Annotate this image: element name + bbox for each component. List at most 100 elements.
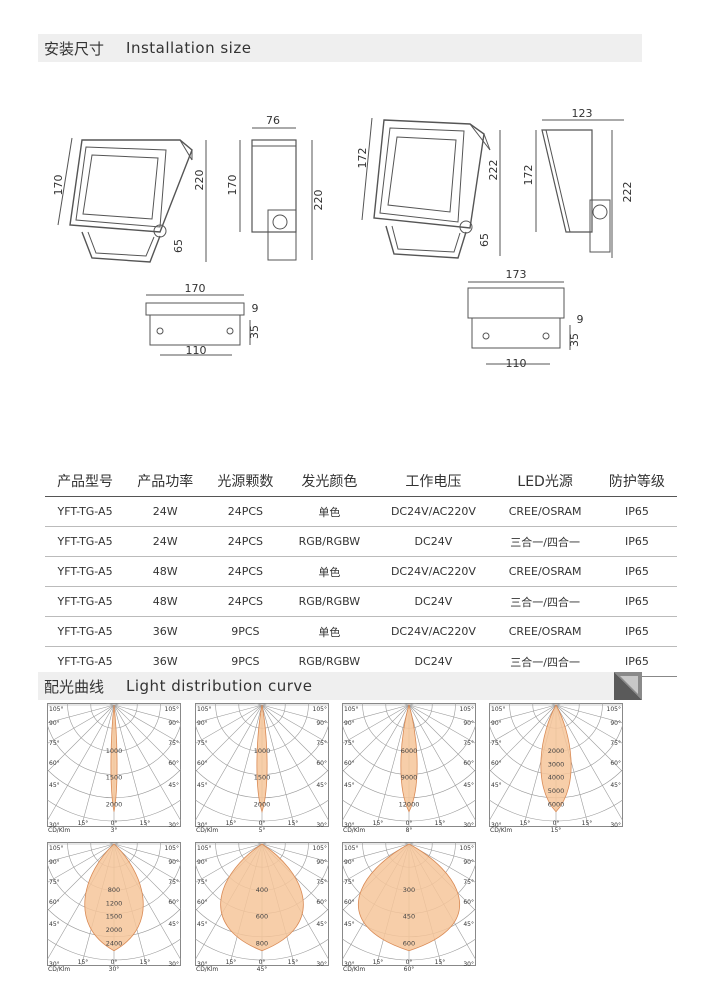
angle-label-bottom: 15° [288, 820, 299, 827]
cell-color: RGB/RGBW [285, 646, 374, 677]
dim-a-body-height: 220 [193, 170, 206, 191]
cell-color: RGB/RGBW [285, 526, 374, 557]
drawing-a-base [145, 294, 251, 356]
angle-label-left: 105° [491, 706, 505, 713]
polar-unit-label: CD/Klm [196, 827, 219, 834]
dim-a-front-height: 170 [52, 175, 65, 196]
angle-label-bottom: 0° [259, 959, 266, 966]
dim-b-base-height: 35 [568, 333, 581, 347]
polar-spoke [113, 843, 181, 912]
polar-spoke [555, 704, 623, 745]
angle-label-left: 60° [344, 899, 355, 906]
ring-value-label: 800 [256, 939, 268, 947]
col-header-ip-rating: 防护等级 [596, 466, 677, 497]
angle-label-right: 60° [610, 760, 621, 767]
angle-label-right: 90° [316, 859, 327, 866]
cell-ip-rating: IP65 [596, 556, 677, 587]
spec-table-header-row: 产品型号 产品功率 光源颗数 发光颜色 工作电压 LED光源 防护等级 [45, 466, 677, 497]
polar-spoke [113, 704, 181, 745]
angle-label-left: 75° [49, 740, 60, 747]
polar-spoke [555, 704, 623, 773]
polar-spoke [113, 843, 181, 884]
polar-spoke [47, 704, 115, 745]
ring-value-label: 2400 [106, 939, 123, 947]
angle-label-left: 60° [49, 899, 60, 906]
polar-beam-angle-label: 45° [256, 966, 268, 973]
angle-label-left: 90° [49, 859, 60, 866]
dim-b-bracket-height: 65 [478, 233, 491, 247]
cell-led-source: 三合一/四合一 [493, 586, 597, 617]
polar-spoke [47, 704, 115, 822]
angle-label-left: 90° [491, 720, 502, 727]
angle-label-left: 90° [344, 859, 355, 866]
polar-spoke [195, 704, 263, 745]
angle-label-bottom: 15° [140, 959, 151, 966]
angle-label-bottom: 0° [406, 820, 413, 827]
polar-spoke [342, 704, 410, 822]
polar-spoke [408, 704, 476, 745]
angle-label-left: 90° [197, 720, 208, 727]
polar-spoke [489, 704, 557, 745]
dim-b-base-width: 173 [506, 268, 527, 281]
polar-spoke [113, 704, 148, 827]
ring-value-label: 450 [403, 913, 415, 921]
polar-spoke [342, 704, 410, 773]
polar-spoke [408, 704, 476, 724]
angle-label-left: 75° [491, 740, 502, 747]
cell-ip-rating: IP65 [596, 526, 677, 557]
cell-led-count: 24PCS [205, 526, 286, 557]
angle-label-right: 45° [610, 782, 621, 789]
cell-ip-rating: IP65 [596, 646, 677, 677]
angle-label-right: 60° [316, 899, 327, 906]
polar-spoke [261, 704, 296, 827]
angle-label-left: 30° [197, 961, 208, 966]
angle-label-right: 30° [168, 961, 179, 966]
cell-color: 单色 [285, 556, 374, 587]
cell-voltage: DC24V [373, 526, 494, 557]
cell-model: YFT-TG-A5 [45, 556, 126, 587]
light-title-en: Light distribution curve [126, 677, 313, 695]
dim-a-base-hole: 110 [186, 344, 207, 357]
angle-label-bottom: 15° [435, 959, 446, 966]
ring-value-label: 2000 [548, 747, 565, 755]
polar-spoke [113, 704, 181, 822]
angle-label-right: 60° [168, 760, 179, 767]
ring-value-label: 6000 [548, 800, 565, 808]
col-header-color: 发光颜色 [285, 466, 374, 497]
polar-spoke [342, 843, 410, 863]
ring-value-label: 12000 [399, 800, 420, 808]
angle-label-left: 60° [344, 760, 355, 767]
angle-label-left: 30° [344, 822, 355, 827]
cell-led-count: 9PCS [205, 616, 286, 647]
angle-label-right: 75° [610, 740, 621, 747]
beam-shape [400, 703, 418, 813]
dim-a-side-height: 220 [312, 190, 325, 211]
angle-label-bottom: 15° [140, 820, 151, 827]
ring-value-label: 800 [108, 886, 120, 894]
polar-beam-angle-label: 3° [110, 827, 118, 834]
cell-led-count: 24PCS [205, 496, 286, 527]
dim-a-base-height: 35 [248, 325, 261, 339]
polar-spoke [408, 704, 443, 827]
cell-power: 36W [125, 616, 206, 647]
angle-label-left: 60° [491, 760, 502, 767]
beam-shape [84, 843, 144, 952]
angle-label-right: 105° [313, 706, 327, 713]
polar-spoke [261, 704, 329, 724]
beam-shape [358, 843, 460, 952]
polar-chart: 100015002000105°105°90°90°75°75°60°60°45… [195, 703, 329, 827]
polar-beam-angle-label: 60° [403, 966, 415, 973]
angle-label-right: 105° [313, 845, 327, 852]
angle-label-left: 105° [49, 706, 63, 713]
dim-a-side-width: 76 [266, 114, 280, 127]
ring-value-label: 4000 [548, 774, 565, 782]
angle-label-right: 30° [463, 961, 474, 966]
dim-b-side-width: 123 [572, 107, 593, 120]
beam-shape [110, 704, 118, 812]
angle-label-left: 75° [197, 879, 208, 886]
angle-label-left: 30° [344, 961, 355, 966]
cell-model: YFT-TG-A5 [45, 496, 126, 527]
